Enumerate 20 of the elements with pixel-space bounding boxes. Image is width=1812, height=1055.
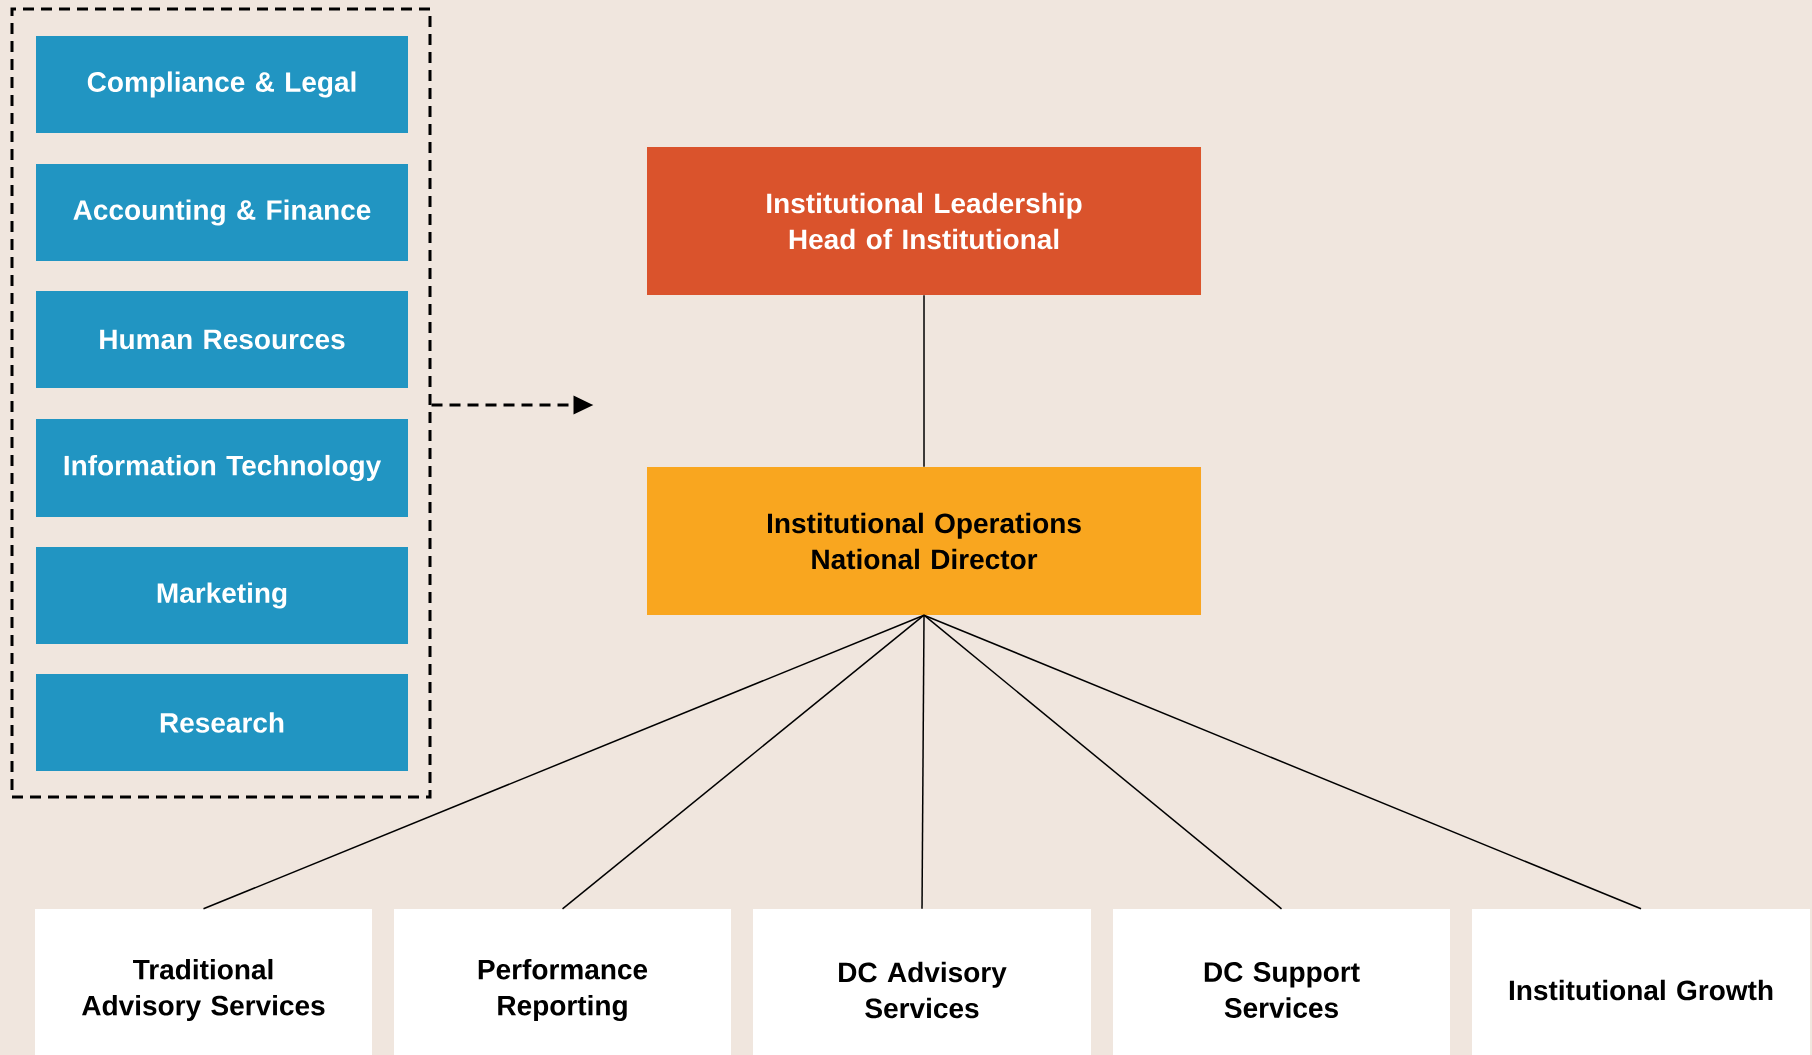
connector-line <box>561 614 925 910</box>
department-box: Information Technology <box>36 419 408 517</box>
connector-line <box>921 614 925 910</box>
connector-line <box>202 614 925 910</box>
team-box: Traditional Advisory Services <box>35 909 372 1055</box>
team-box: DC Advisory Services <box>753 909 1091 1055</box>
department-box: Accounting & Finance <box>36 164 408 261</box>
connector-line <box>923 614 1642 910</box>
department-box: Research <box>36 674 408 771</box>
department-box: Compliance & Legal <box>36 36 408 133</box>
department-box: Human Resources <box>36 291 408 388</box>
team-box: Performance Reporting <box>394 909 731 1055</box>
connector-line <box>923 294 925 468</box>
leadership-box: Institutional Leadership Head of Institutional <box>647 147 1201 295</box>
department-box: Marketing <box>36 547 408 644</box>
team-box: DC Support Services <box>1113 909 1450 1055</box>
director-box: Institutional Operations National Director <box>647 467 1201 615</box>
connector-line <box>923 614 1283 910</box>
dashed-group-box <box>10 7 432 799</box>
team-box: Institutional Growth <box>1472 909 1810 1055</box>
